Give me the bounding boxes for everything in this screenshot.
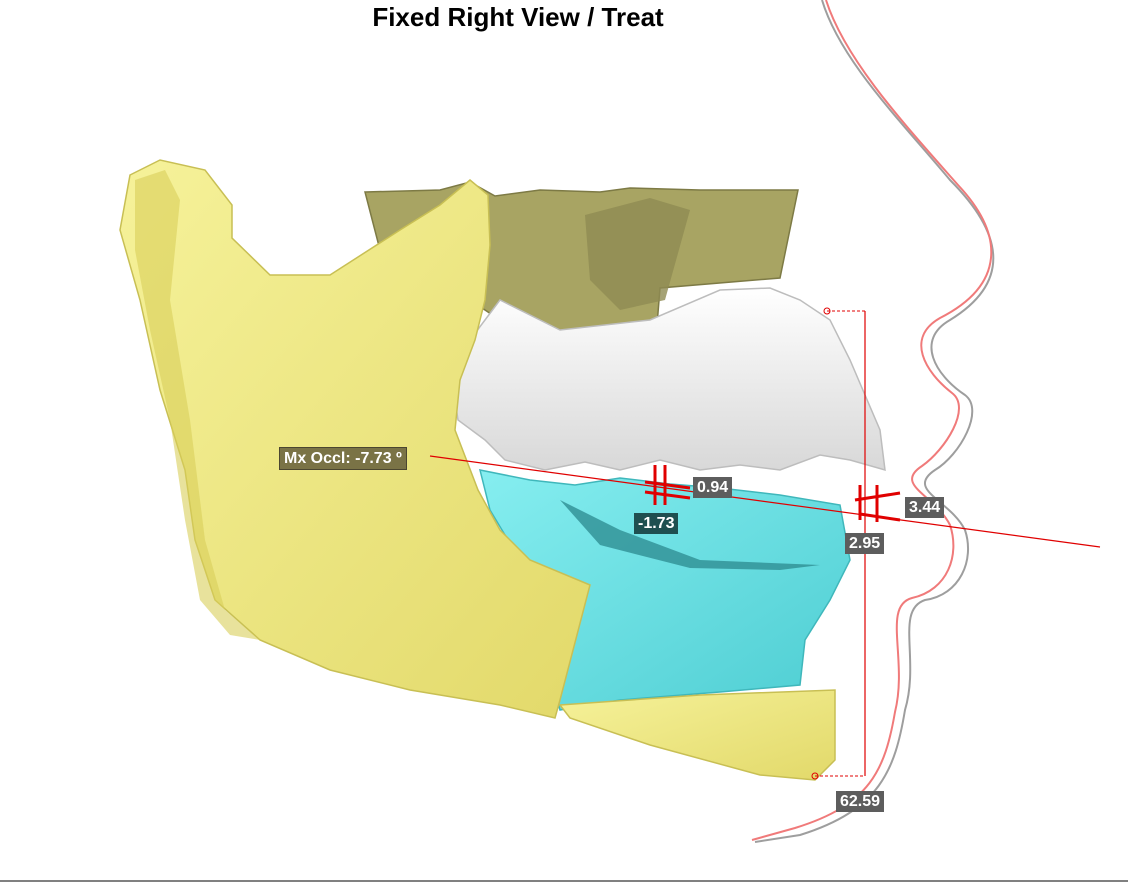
maxillary-sinus-shading	[585, 198, 690, 310]
face-height-top-point[interactable]	[823, 307, 831, 315]
molar-measure-marker[interactable]	[644, 465, 691, 505]
face-height-label[interactable]: 62.59	[836, 791, 885, 812]
soft-tissue-profile-pre	[754, 0, 995, 843]
incisor-measure-marker[interactable]	[854, 485, 901, 522]
incisor-horizontal-label[interactable]: 2.95	[845, 533, 885, 554]
view-title: Fixed Right View / Treat	[372, 2, 664, 32]
incisor-vertical-label[interactable]: 3.44	[905, 497, 945, 518]
molar-vertical-label[interactable]: 0.94	[693, 477, 733, 498]
occlusal-plane-line	[429, 455, 1101, 548]
mx-occlusal-label[interactable]: Mx Occl: -7.73 º	[279, 447, 407, 470]
face-height-bottom-point[interactable]	[811, 772, 819, 780]
molar-horizontal-label[interactable]: -1.73	[634, 513, 679, 534]
mandible-rear-edge	[135, 170, 260, 640]
chin-segment	[558, 689, 836, 781]
soft-tissue-profile-post	[751, 0, 993, 841]
upper-dentition	[454, 287, 886, 472]
status-divider	[0, 880, 1128, 882]
lower-occlusal-shadow	[560, 500, 820, 570]
